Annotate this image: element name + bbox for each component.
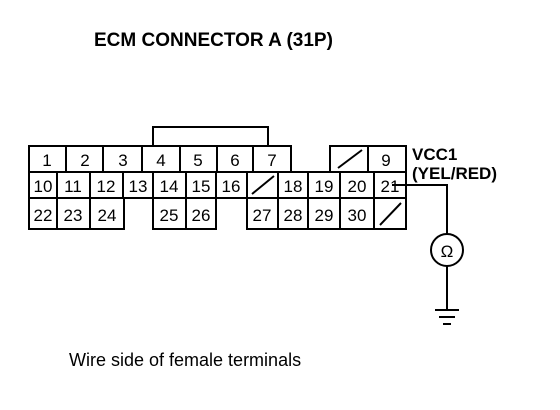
- terminal-26: 26: [192, 206, 211, 225]
- ohmmeter-icon: Ω: [430, 233, 464, 267]
- terminal-21: 21: [381, 177, 400, 196]
- diagram-caption: Wire side of female terminals: [69, 350, 301, 370]
- connector-lock-tab: [152, 126, 269, 146]
- terminal-6: 6: [230, 151, 239, 170]
- terminal-28: 28: [284, 206, 303, 225]
- ground-icon: [435, 309, 459, 325]
- terminal-23: 23: [64, 206, 83, 225]
- terminal-18: 18: [284, 177, 303, 196]
- terminal-name-label: VCC1: [412, 145, 457, 164]
- wire-color-label: (YEL/RED): [412, 164, 497, 183]
- terminal-20: 20: [348, 177, 367, 196]
- terminal-9: 9: [381, 151, 390, 170]
- terminal-24: 24: [98, 206, 117, 225]
- terminal-1: 1: [42, 151, 51, 170]
- terminal-4: 4: [156, 151, 165, 170]
- terminal-25: 25: [160, 206, 179, 225]
- terminal-10: 10: [34, 177, 53, 196]
- terminal-12: 12: [97, 177, 116, 196]
- terminal-19: 19: [315, 177, 334, 196]
- terminal-16: 16: [222, 177, 241, 196]
- terminal-14: 14: [160, 177, 179, 196]
- probe-wire: [392, 184, 448, 310]
- diagram-title: ECM CONNECTOR A (31P): [94, 30, 333, 51]
- terminal-27: 27: [253, 206, 272, 225]
- ohm-symbol: Ω: [441, 242, 454, 261]
- terminal-29: 29: [315, 206, 334, 225]
- terminal-11: 11: [64, 177, 82, 196]
- terminal-5: 5: [193, 151, 202, 170]
- terminal-15: 15: [192, 177, 211, 196]
- terminal-2: 2: [80, 151, 89, 170]
- terminal-7: 7: [267, 151, 276, 170]
- terminal-30: 30: [348, 206, 367, 225]
- terminal-22: 22: [34, 206, 53, 225]
- connector-row-3: [28, 198, 407, 230]
- terminal-3: 3: [118, 151, 127, 170]
- terminal-13: 13: [129, 177, 148, 196]
